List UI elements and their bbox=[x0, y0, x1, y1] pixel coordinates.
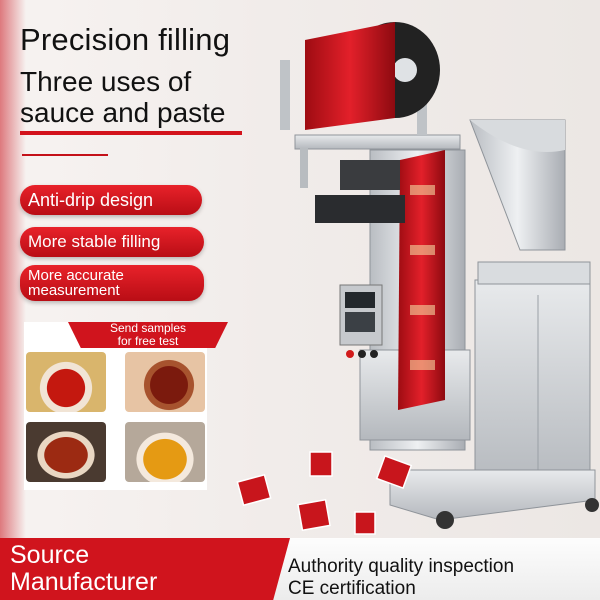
feature-label: More stable filling bbox=[28, 232, 161, 251]
divider-line bbox=[22, 154, 108, 156]
footer-right-line2: CE certification bbox=[288, 578, 416, 599]
feature-label: More accurate bbox=[28, 267, 124, 284]
samples-label-line1: Send samples bbox=[109, 321, 187, 335]
honey-sample-image bbox=[125, 422, 205, 482]
feature-accurate-measurement: More accurate measurement bbox=[20, 265, 204, 301]
feature-label: measurement bbox=[28, 282, 120, 299]
feature-anti-drip: Anti-drip design bbox=[20, 185, 202, 215]
left-red-glow bbox=[0, 0, 26, 540]
headline-line1: Precision filling bbox=[20, 22, 231, 57]
footer-left-line1: Source bbox=[10, 541, 90, 569]
headline-line2: Three uses of bbox=[20, 66, 192, 97]
samples-panel: Send samples for free test bbox=[24, 322, 228, 490]
feature-stable-filling: More stable filling bbox=[20, 227, 204, 257]
footer-left-line2: Manufacturer bbox=[10, 568, 158, 596]
footer-left-panel: Source Manufacturer bbox=[0, 538, 272, 600]
chili-oil-sample-image bbox=[26, 422, 106, 482]
chili-sauce-sample-image bbox=[125, 352, 205, 412]
samples-tab: Send samples for free test bbox=[68, 322, 228, 348]
footer-right-line1: Authority quality inspection bbox=[288, 556, 515, 577]
headline-underline bbox=[20, 131, 242, 135]
ketchup-sample-image bbox=[26, 352, 106, 412]
feature-label: Anti-drip design bbox=[28, 189, 154, 210]
headline-line3: sauce and paste bbox=[20, 97, 226, 128]
samples-label-line2: for free test bbox=[117, 334, 179, 348]
packaging-machine-image bbox=[236, 22, 599, 535]
footer-right-panel: Authority quality inspection CE certific… bbox=[272, 538, 600, 600]
